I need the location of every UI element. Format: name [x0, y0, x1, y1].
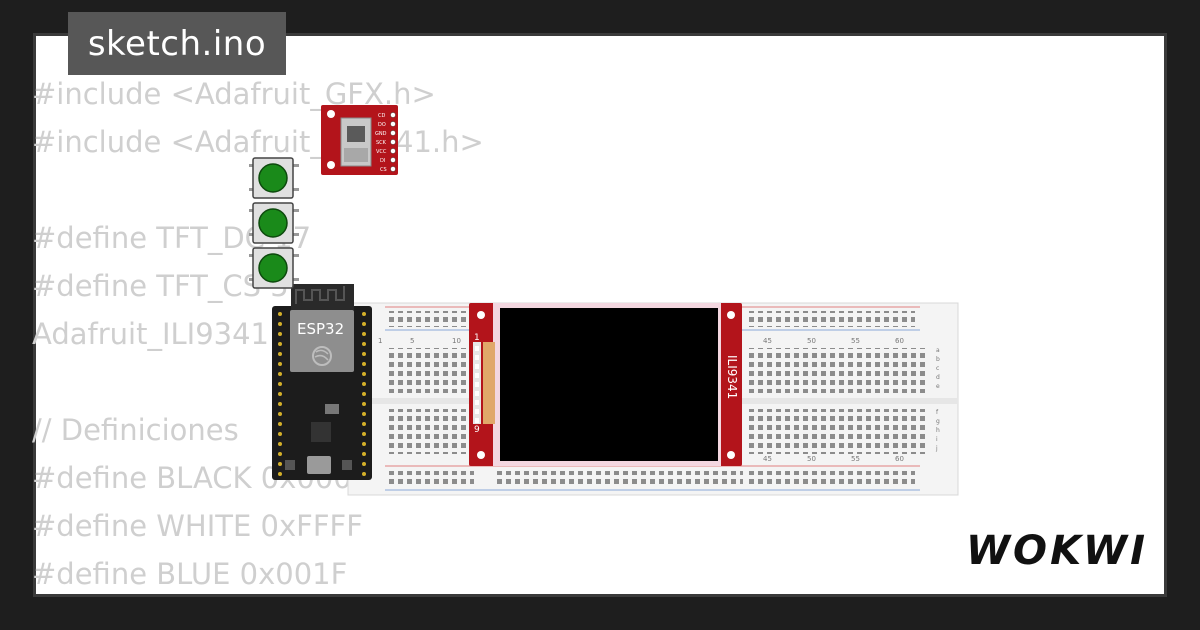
row-letter: b	[936, 356, 940, 363]
column-number: 5	[410, 337, 414, 345]
column-number: 55	[851, 455, 860, 463]
column-number: 60	[895, 337, 904, 345]
row-letter: d	[936, 374, 940, 381]
sd-pin-label: VCC	[376, 149, 387, 155]
display-pin-label: 9	[474, 425, 480, 435]
column-number: 50	[807, 455, 816, 463]
row-letter: g	[936, 418, 940, 425]
sd-card-module[interactable]: CD DO GND SCK VCC DI CS	[321, 105, 398, 175]
code-line: #define BLUE 0x001F	[32, 557, 348, 591]
code-line: // Definiciones	[32, 413, 239, 447]
column-number: 45	[763, 337, 772, 345]
usb-port	[307, 456, 331, 474]
row-letter: a	[936, 347, 940, 354]
file-title-tab: sketch.ino	[68, 12, 286, 75]
display-pin-label: 1	[474, 333, 480, 343]
sd-pin-label: DO	[378, 122, 386, 128]
display-screen	[500, 308, 718, 461]
column-number: 50	[807, 337, 816, 345]
espressif-icon	[312, 346, 332, 366]
column-number: 55	[851, 337, 860, 345]
esp32-board[interactable]: ESP32	[272, 284, 372, 480]
row-letter: f	[936, 409, 939, 416]
sd-pin-label: DI	[380, 158, 385, 164]
pushbutton-3[interactable]	[249, 247, 299, 289]
sd-pin-label: GND	[375, 131, 387, 137]
column-number: 60	[895, 455, 904, 463]
row-letter: h	[936, 427, 940, 434]
column-number: 45	[763, 455, 772, 463]
ili9341-display[interactable]: 1 9 ILI9341	[469, 303, 742, 466]
code-line: #define TFT_CS 5	[32, 269, 289, 303]
sd-pin-label: SCK	[376, 140, 387, 146]
esp32-module	[290, 310, 354, 372]
pushbutton-2[interactable]	[249, 202, 299, 244]
column-number: 10	[452, 337, 461, 345]
row-letter: i	[936, 436, 938, 443]
row-letter: j	[935, 445, 938, 452]
wokwi-logo: WOKWI	[965, 528, 1148, 574]
sd-pin-label: CS	[380, 167, 387, 173]
row-letter: e	[936, 383, 940, 390]
usb-chip	[311, 422, 331, 442]
sd-pin-label: CD	[378, 113, 385, 119]
boot-button[interactable]	[342, 460, 352, 470]
en-button[interactable]	[285, 460, 295, 470]
display-model-label: ILI9341	[725, 355, 739, 399]
code-line: #define WHITE 0xFFFF	[32, 509, 363, 543]
esp32-label: ESP32	[297, 320, 344, 338]
column-number: 1	[378, 337, 382, 345]
pushbutton-1[interactable]	[249, 157, 299, 199]
row-letter: c	[936, 365, 939, 372]
